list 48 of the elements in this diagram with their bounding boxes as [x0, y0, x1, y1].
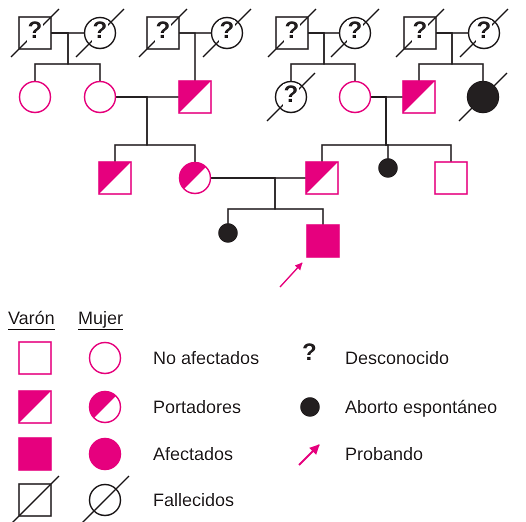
pedigree-line — [211, 177, 324, 225]
pedigree-line — [179, 32, 196, 81]
question-mark: ? — [284, 20, 300, 42]
miscarriage-dot — [218, 223, 238, 243]
legend-label: Afectados — [153, 443, 234, 465]
question-mark: ? — [412, 20, 428, 42]
question-mark: ? — [154, 20, 172, 42]
pedigree-square — [306, 224, 340, 258]
pedigree-line — [436, 32, 484, 81]
pedigree-circle — [331, 9, 379, 57]
legend-label: Fallecidos — [153, 489, 234, 511]
pedigree-circle — [459, 73, 507, 121]
question-mark: ? — [346, 20, 364, 42]
question-mark: ? — [92, 20, 108, 42]
pedigree-line — [116, 96, 196, 162]
legend-label: Aborto espontáneo — [345, 396, 498, 418]
pedigree-circle — [338, 80, 372, 114]
legend-label: Portadores — [153, 396, 242, 418]
pedigree-square — [396, 9, 444, 57]
proband-arrow — [279, 262, 303, 288]
legend-label: No afectados — [153, 347, 260, 369]
column-header: Varón — [8, 307, 55, 330]
pedigree-circle — [178, 161, 212, 195]
pedigree-circle — [83, 80, 117, 114]
pedigree-line — [371, 96, 452, 162]
pedigree-square — [11, 9, 59, 57]
pedigree-square — [98, 161, 132, 195]
pedigree-circle — [267, 73, 315, 121]
pedigree-circle — [460, 9, 508, 57]
question-mark: ? — [476, 20, 492, 42]
pedigree-square — [178, 80, 212, 114]
question-mark: ? — [26, 20, 44, 42]
pedigree-circle — [18, 80, 52, 114]
question-mark: ? — [218, 20, 236, 42]
pedigree-line — [308, 32, 356, 81]
miscarriage-dot — [378, 158, 398, 178]
column-header: Mujer — [78, 307, 124, 330]
pedigree-square — [268, 9, 316, 57]
legend-label: Desconocido — [345, 347, 450, 369]
pedigree-square — [139, 9, 187, 57]
question-mark: ? — [282, 84, 300, 106]
pedigree-square — [434, 161, 468, 195]
legend-label: Probando — [345, 443, 424, 465]
pedigree-square — [402, 80, 436, 114]
pedigree-circle — [76, 9, 124, 57]
pedigree-circle — [203, 9, 251, 57]
pedigree-line — [51, 32, 101, 81]
pedigree-square — [305, 161, 339, 195]
